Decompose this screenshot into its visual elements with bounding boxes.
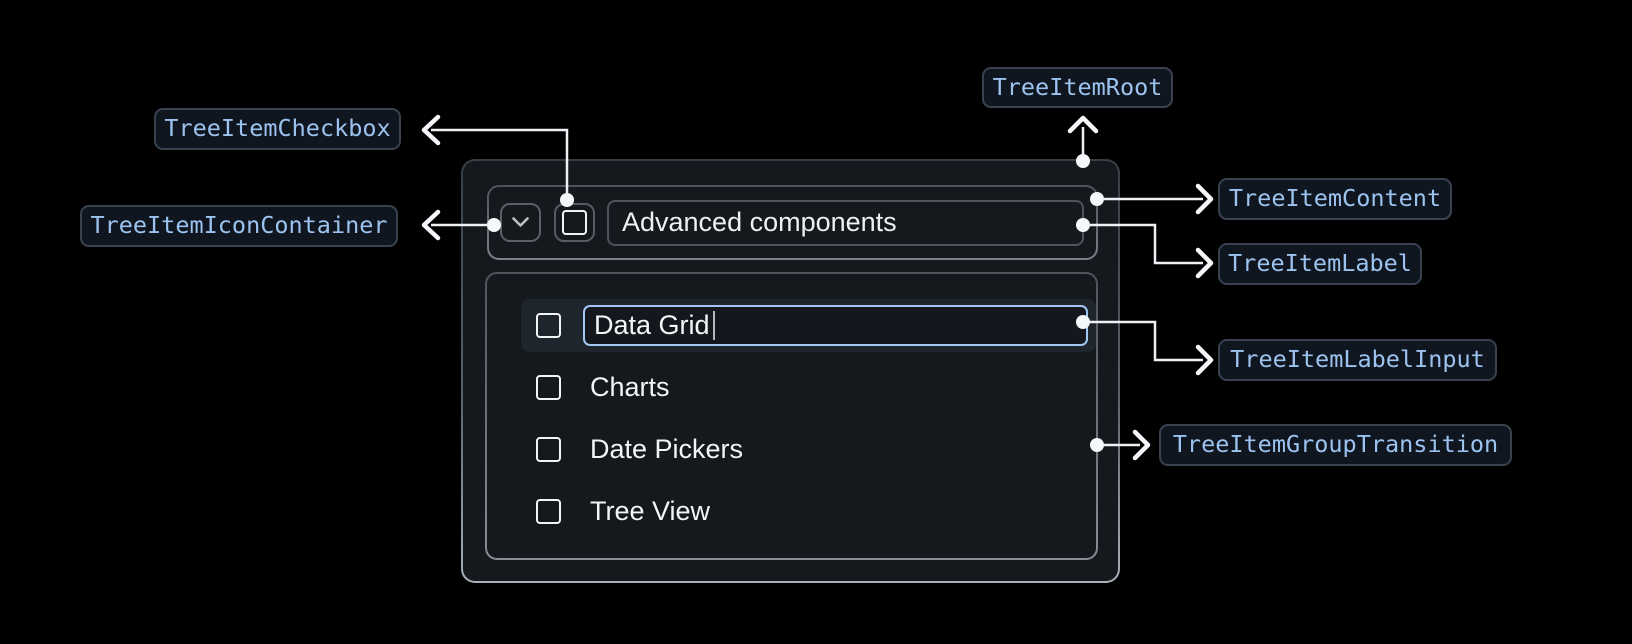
tree-item-checkbox-container[interactable] bbox=[554, 203, 595, 242]
item-label: Tree View bbox=[590, 496, 711, 526]
arrow-left-icon bbox=[421, 114, 441, 146]
arrow-right-icon bbox=[1132, 429, 1151, 461]
arrow-right-icon bbox=[1195, 344, 1214, 376]
tree-row-charts[interactable]: Charts bbox=[521, 361, 1096, 414]
label-input-value: Data Grid bbox=[594, 310, 710, 340]
checkbox-unchecked-icon[interactable] bbox=[536, 437, 561, 462]
tree-row-tree-view[interactable]: Tree View bbox=[521, 485, 1096, 538]
annotation-tree-item-icon-container: TreeItemIconContainer bbox=[80, 205, 398, 247]
tree-item-root: Advanced components Data Grid Charts Dat… bbox=[461, 159, 1120, 583]
tree-item-label-input[interactable]: Data Grid bbox=[583, 305, 1088, 346]
annotation-tree-item-checkbox: TreeItemCheckbox bbox=[154, 108, 401, 150]
annotation-tree-item-label-input: TreeItemLabelInput bbox=[1218, 339, 1497, 381]
checkbox-unchecked-icon[interactable] bbox=[536, 375, 561, 400]
text-caret bbox=[712, 311, 716, 340]
arrow-up-icon bbox=[1067, 115, 1099, 134]
annotation-tree-item-content: TreeItemContent bbox=[1218, 178, 1452, 220]
tree-row-date-pickers[interactable]: Date Pickers bbox=[521, 423, 1096, 476]
parent-item-label: Advanced components bbox=[622, 207, 897, 237]
checkbox-unchecked-icon[interactable] bbox=[562, 210, 587, 235]
item-label: Charts bbox=[590, 372, 670, 402]
annotation-tree-item-group-transition: TreeItemGroupTransition bbox=[1159, 424, 1512, 466]
chevron-down-icon bbox=[512, 217, 529, 228]
arrow-right-icon bbox=[1195, 247, 1214, 279]
item-label: Date Pickers bbox=[590, 434, 744, 464]
tree-row-data-grid[interactable]: Data Grid bbox=[521, 299, 1096, 352]
arrow-right-icon bbox=[1195, 183, 1214, 215]
annotation-tree-item-root: TreeItemRoot bbox=[982, 67, 1173, 108]
arrow-left-icon bbox=[421, 209, 441, 241]
expand-collapse-button[interactable] bbox=[500, 203, 541, 242]
tree-item-label: Advanced components bbox=[607, 199, 1084, 246]
tree-item-content[interactable]: Advanced components bbox=[487, 185, 1098, 260]
checkbox-unchecked-icon[interactable] bbox=[536, 499, 561, 524]
checkbox-unchecked-icon[interactable] bbox=[536, 313, 561, 338]
annotation-tree-item-label: TreeItemLabel bbox=[1218, 243, 1422, 285]
tree-item-group-transition: Data Grid Charts Date Pickers Tree View bbox=[485, 272, 1098, 560]
